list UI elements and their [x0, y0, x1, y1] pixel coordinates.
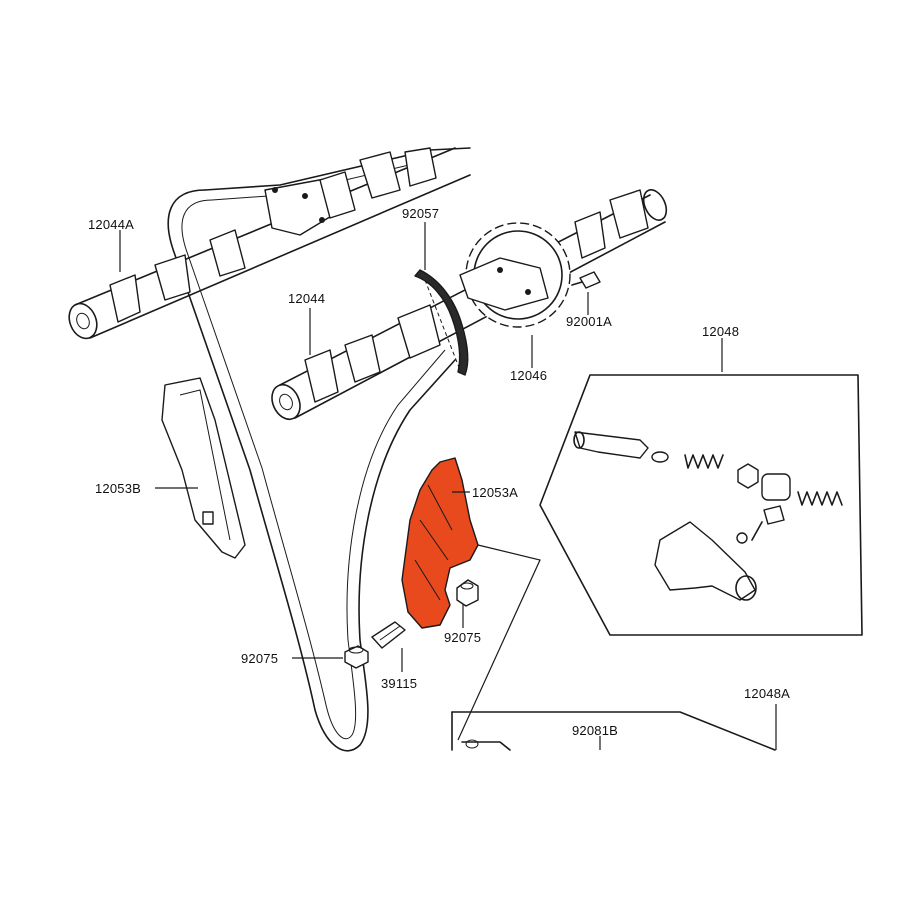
label-tensioner-spring-ref: 92081B — [572, 723, 618, 738]
label-camshaft-intake: 12044 — [288, 291, 325, 306]
cam-sprocket — [459, 222, 571, 328]
label-pivot-bolt: 39115 — [381, 676, 417, 691]
tensioner-assembly-lower-box — [451, 711, 776, 751]
camshaft-exhaust — [68, 147, 471, 340]
pivot-bolt — [371, 621, 406, 649]
label-tensioner-assy: 12048 — [702, 324, 739, 339]
sprocket-bolt — [571, 271, 601, 289]
chain-guide-front-highlighted — [401, 457, 479, 629]
part-labels: 12044A 92057 12044 92001A 12046 12048 12… — [88, 206, 790, 738]
label-guide-front: 12053A — [472, 485, 518, 500]
leader-lines — [119, 222, 777, 750]
label-sprocket-bolt: 92001A — [566, 314, 612, 329]
label-chain: 92057 — [402, 206, 439, 221]
label-collar-left: 92075 — [241, 651, 278, 666]
tensioner-assembly-box — [539, 374, 863, 636]
label-guide-rear: 12053B — [95, 481, 141, 496]
label-camshaft-exhaust: 12044A — [88, 217, 134, 232]
collar-left — [344, 645, 369, 669]
label-tensioner-assy-lower: 12048A — [744, 686, 790, 701]
label-sprocket: 12046 — [510, 368, 547, 383]
chain-guide-rear — [161, 377, 246, 559]
chain-segment — [414, 269, 469, 376]
label-collar-right: 92075 — [444, 630, 481, 645]
camshaft-intake — [271, 189, 668, 421]
collar-right — [456, 579, 479, 607]
